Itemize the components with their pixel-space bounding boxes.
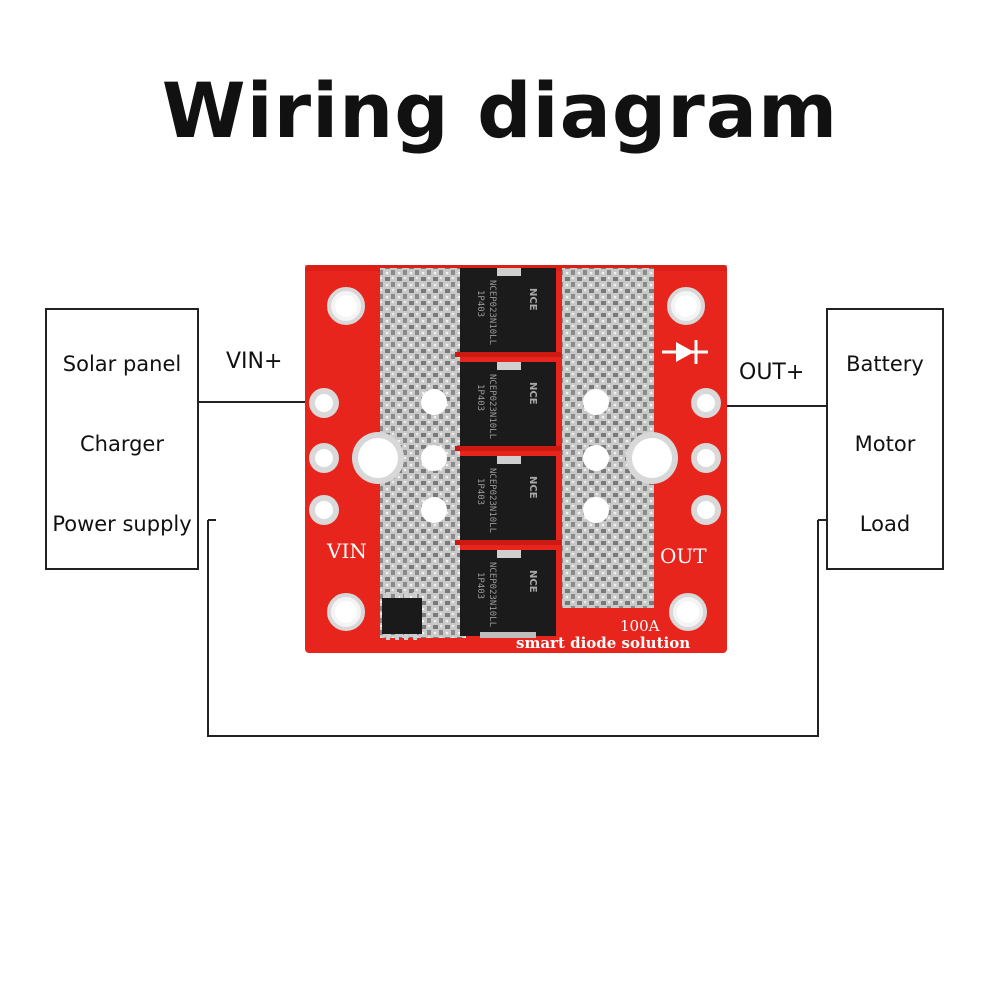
mosfet-3-brand: NCE [527,476,538,499]
mosfet-3-code: 1P403 [475,478,485,505]
source-item-power-supply: Power supply [52,512,192,536]
wires [199,401,826,737]
mosfet-3-marking: NCEP023N10LL [487,468,497,533]
load-item-motor: Motor [854,432,916,456]
board-rating-label: 100A [620,617,660,635]
load-item-load: Load [859,512,911,536]
pcb-board: NCEP023N10LL NCEP023N10LL NCEP023N10LL N… [305,265,727,653]
source-item-charger: Charger [80,432,164,456]
mosfet-stack [455,268,561,638]
input-terminals [309,388,339,525]
source-item-solar-panel: Solar panel [62,352,182,376]
mosfet-4-brand: NCE [527,570,538,593]
board-vin-label: VIN [326,539,367,563]
mosfet-1 [455,268,561,357]
load-item-battery: Battery [846,352,924,376]
page-title: Wiring diagram [161,66,839,155]
mounting-holes [327,287,707,631]
output-terminals [691,388,721,525]
load-box: Battery Motor Load [826,308,944,570]
mosfet-2-code: 1P403 [475,384,485,411]
pad-holes [352,389,678,523]
out-plus-label: OUT+ [739,360,805,385]
mosfet-4-code: 1P403 [475,572,485,599]
mosfet-2-marking: NCEP023N10LL [487,374,497,439]
board-out-label: OUT [660,544,707,568]
ground-return-wire [207,520,819,737]
vin-plus-label: VIN+ [226,349,283,374]
source-box: Solar panel Charger Power supply [45,308,199,570]
controller-ic [382,592,422,640]
mosfet-1-marking: NCEP023N10LL [487,280,497,345]
mosfet-3 [455,456,561,545]
mosfet-1-brand: NCE [527,288,538,311]
mosfet-1-code: 1P403 [475,290,485,317]
mosfet-4 [460,550,556,638]
board-tagline: smart diode solution [516,634,690,652]
mosfet-2-brand: NCE [527,382,538,405]
mosfet-2 [455,362,561,451]
mosfet-4-marking: NCEP023N10LL [487,562,497,627]
diode-symbol-icon [662,340,708,364]
